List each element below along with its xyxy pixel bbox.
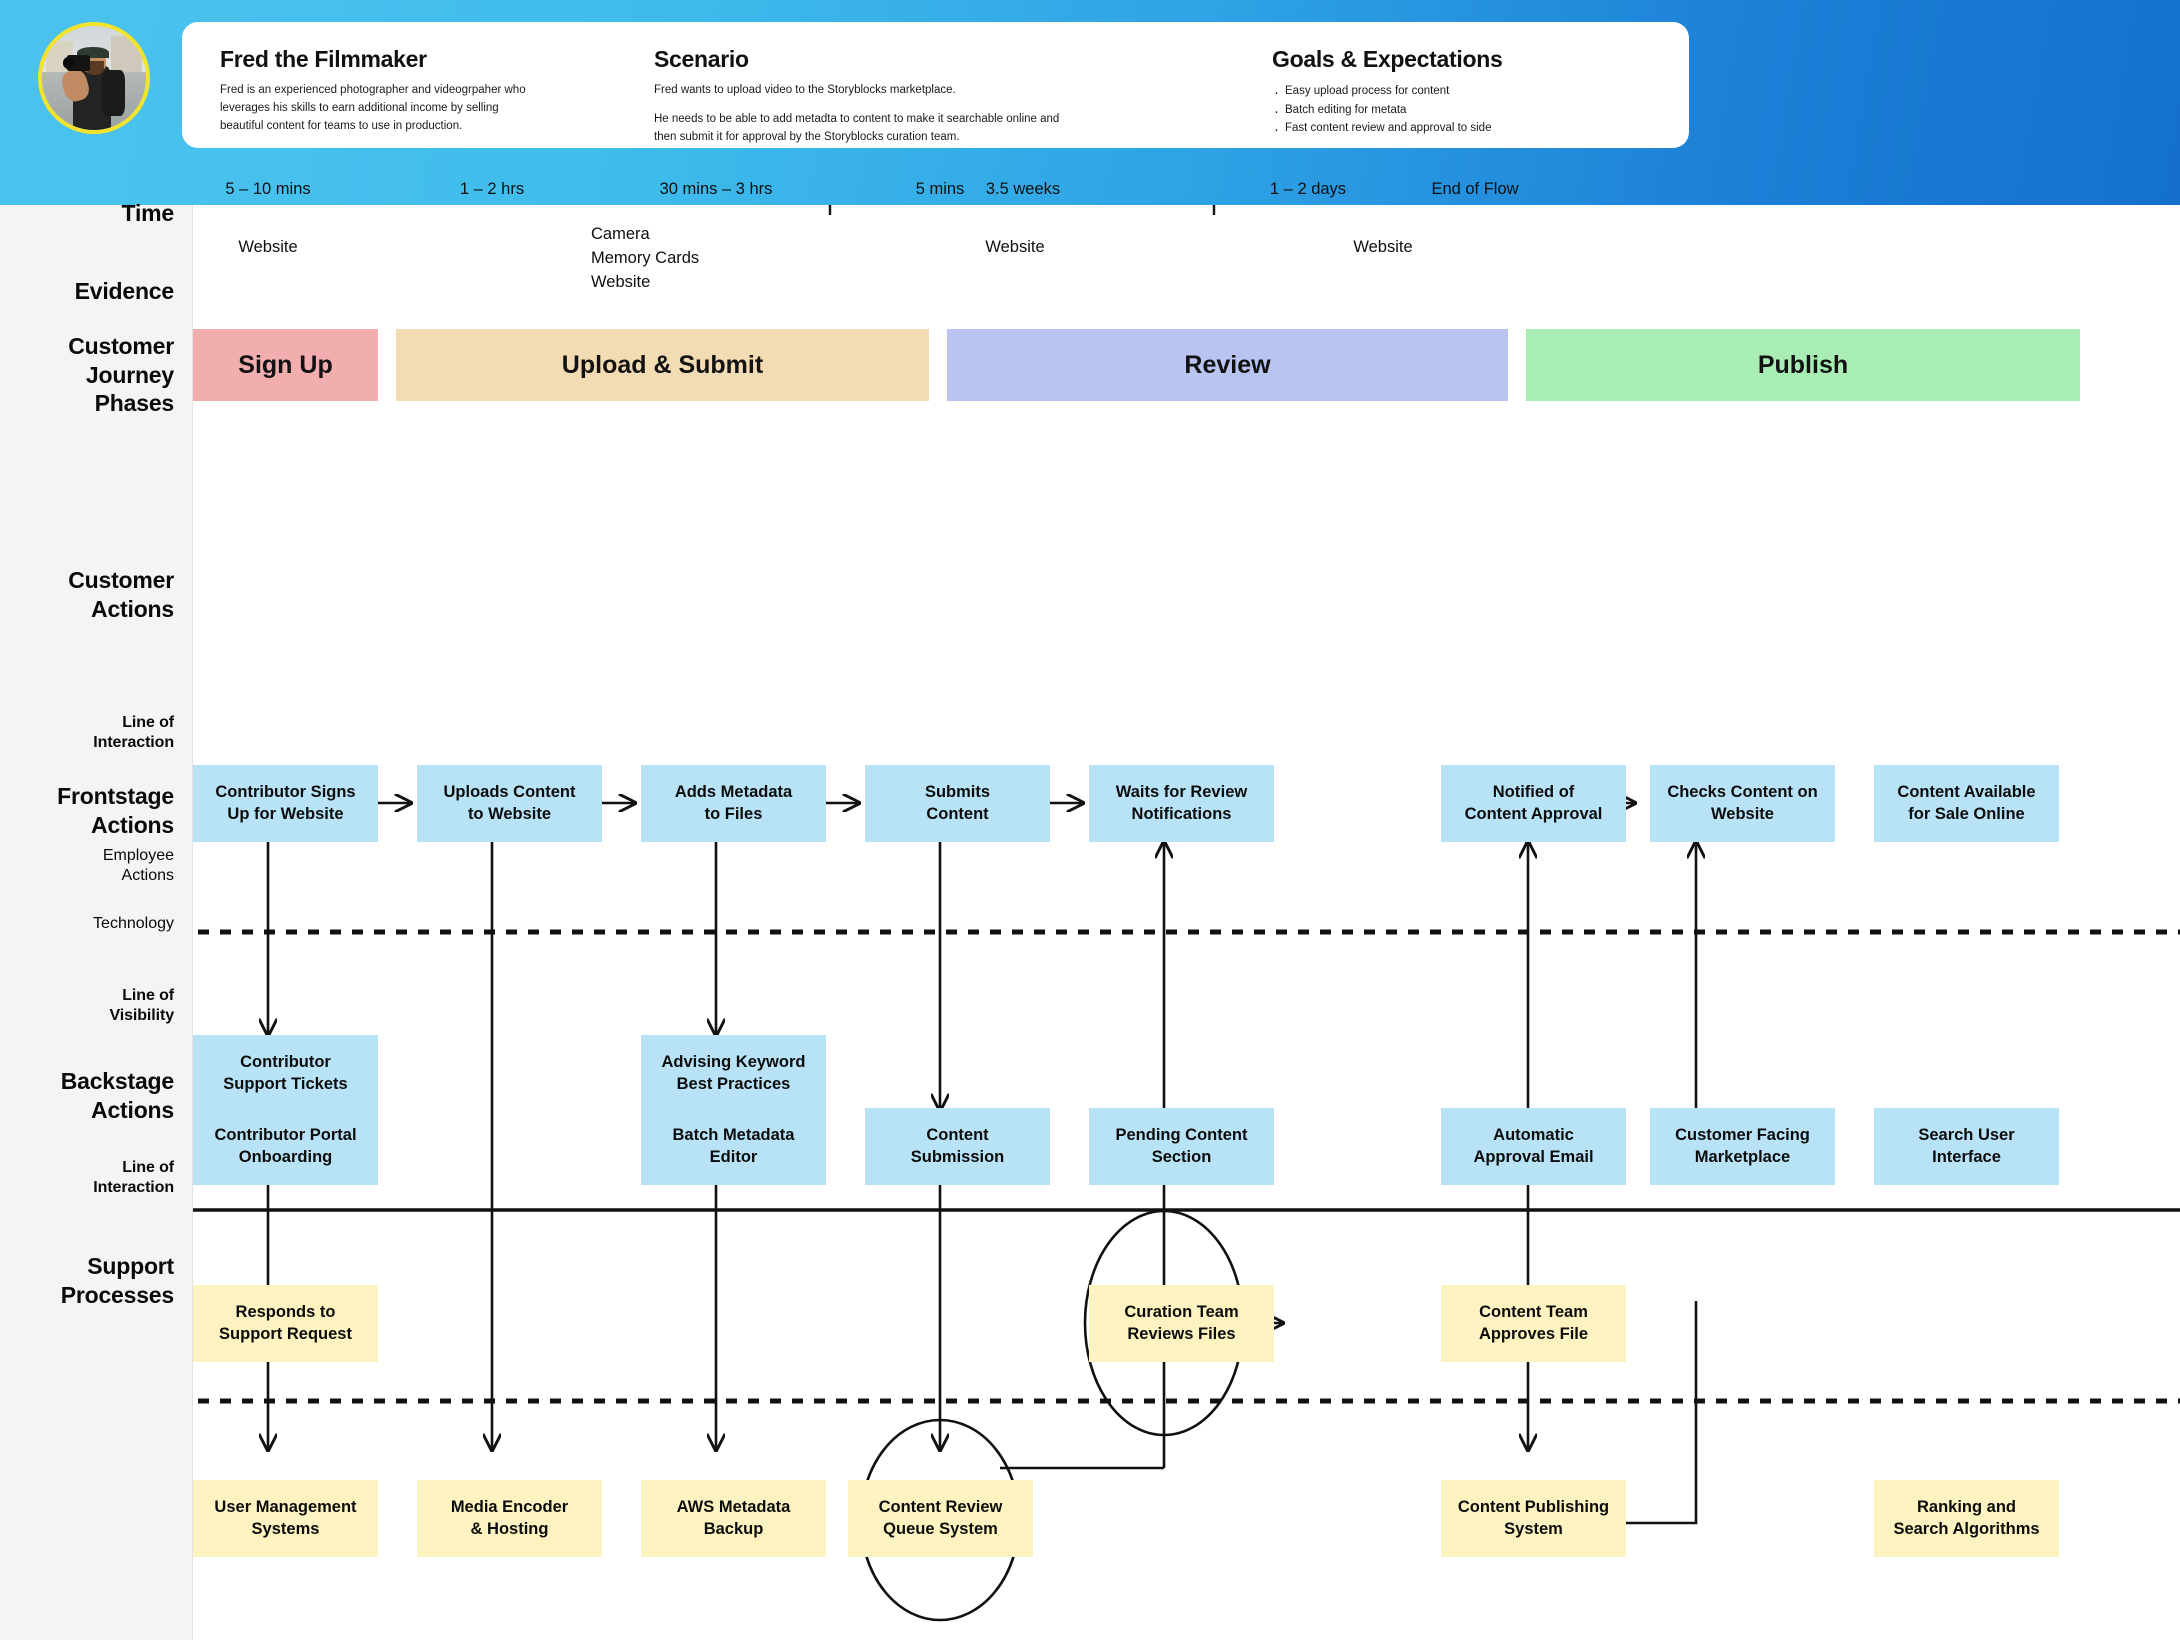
evidence-cell: Website bbox=[985, 238, 1045, 256]
evidence-cell: Website bbox=[1353, 238, 1413, 256]
customer-action-card[interactable]: Waits for Review Notifications bbox=[1089, 765, 1274, 842]
rail-label-line-of-interaction-2: Line of Interaction bbox=[93, 1159, 174, 1196]
rail-label-line-of-interaction-1: Line of Interaction bbox=[93, 714, 174, 751]
persona-header-banner: Fred the Filmmaker Fred is an experience… bbox=[0, 0, 2180, 205]
support-process-card[interactable]: User Management Systems bbox=[193, 1480, 378, 1557]
time-cell: 5 – 10 mins bbox=[225, 180, 311, 198]
scenario-title: Scenario bbox=[654, 46, 749, 72]
customer-action-card[interactable]: Notified of Content Approval bbox=[1441, 765, 1626, 842]
connector-layer bbox=[193, 205, 2180, 1622]
customer-action-card[interactable]: Contributor Signs Up for Website bbox=[193, 765, 378, 842]
row-label-rail: Time Evidence Customer Journey Phases Cu… bbox=[0, 200, 193, 1640]
time-cell: End of Flow bbox=[1431, 180, 1519, 198]
goals-title: Goals & Expectations bbox=[1272, 46, 1503, 72]
support-process-card[interactable]: Ranking and Search Algorithms bbox=[1874, 1480, 2059, 1557]
customer-action-card[interactable]: Submits Content bbox=[865, 765, 1050, 842]
scenario-paragraph-1: Fred wants to upload video to the Storyb… bbox=[654, 84, 956, 96]
backstage-action-card[interactable]: Responds to Support Request bbox=[193, 1285, 378, 1362]
technology-card[interactable]: Batch Metadata Editor bbox=[641, 1108, 826, 1185]
support-process-card[interactable]: Media Encoder & Hosting bbox=[417, 1480, 602, 1557]
rail-label-customer-actions: Customer Actions bbox=[68, 567, 174, 622]
journey-phase-sign-up[interactable]: Sign Up bbox=[193, 329, 378, 401]
persona-column: Fred the Filmmaker Fred is an experience… bbox=[220, 46, 540, 135]
time-cell: 5 mins bbox=[915, 180, 965, 198]
technology-card[interactable]: Automatic Approval Email bbox=[1441, 1108, 1626, 1185]
employee-action-card[interactable]: Contributor Support Tickets bbox=[193, 1035, 378, 1112]
customer-action-card[interactable]: Checks Content on Website bbox=[1650, 765, 1835, 842]
rail-label-backstage-actions: Backstage Actions bbox=[60, 1068, 174, 1123]
persona-description: Fred is an experienced photographer and … bbox=[220, 84, 526, 132]
time-cell: 30 mins – 3 hrs bbox=[659, 180, 773, 198]
rail-label-journey-phases: Customer Journey Phases bbox=[68, 333, 174, 417]
rail-label-line-of-visibility: Line of Visibility bbox=[109, 987, 174, 1024]
technology-card[interactable]: Pending Content Section bbox=[1089, 1108, 1274, 1185]
support-process-card[interactable]: Content Review Queue System bbox=[848, 1480, 1033, 1557]
journey-phase-upload-submit[interactable]: Upload & Submit bbox=[396, 329, 929, 401]
scenario-paragraph-2: He needs to be able to add metadta to co… bbox=[654, 112, 1060, 143]
evidence-cell: Camera Memory Cards Website bbox=[591, 225, 700, 292]
rail-label-employee-actions: Employee Actions bbox=[102, 847, 174, 884]
rail-label-evidence: Evidence bbox=[74, 278, 175, 304]
journey-phase-review[interactable]: Review bbox=[947, 329, 1508, 401]
persona-card: Fred the Filmmaker Fred is an experience… bbox=[182, 22, 1689, 148]
time-cell: 3.5 weeks bbox=[985, 180, 1061, 198]
backstage-action-card[interactable]: Curation Team Reviews Files bbox=[1089, 1285, 1274, 1362]
support-process-card[interactable]: AWS Metadata Backup bbox=[641, 1480, 826, 1557]
customer-action-card[interactable]: Content Available for Sale Online bbox=[1874, 765, 2059, 842]
blueprint-canvas: 5 – 10 mins 1 – 2 hrs 30 mins – 3 hrs 5 … bbox=[193, 180, 2180, 1640]
avatar bbox=[38, 22, 150, 134]
evidence-cell: Website bbox=[238, 238, 298, 256]
technology-card[interactable]: Content Submission bbox=[865, 1108, 1050, 1185]
rail-label-support-processes: Support Processes bbox=[60, 1253, 174, 1308]
scenario-column: Scenario Fred wants to upload video to t… bbox=[654, 46, 1074, 146]
journey-phase-publish[interactable]: Publish bbox=[1526, 329, 2080, 401]
support-process-card[interactable]: Content Publishing System bbox=[1441, 1480, 1626, 1557]
customer-action-card[interactable]: Adds Metadata to Files bbox=[641, 765, 826, 842]
goals-list: Easy upload process for content Batch ed… bbox=[1272, 81, 1662, 142]
customer-action-card[interactable]: Uploads Content to Website bbox=[417, 765, 602, 842]
time-cell: 1 – 2 hrs bbox=[459, 180, 525, 198]
goals-list-item: Batch editing for metata bbox=[1272, 100, 1662, 124]
technology-card[interactable]: Contributor Portal Onboarding bbox=[193, 1108, 378, 1185]
technology-card[interactable]: Customer Facing Marketplace bbox=[1650, 1108, 1835, 1185]
persona-title: Fred the Filmmaker bbox=[220, 46, 427, 72]
rail-label-technology: Technology bbox=[93, 915, 174, 932]
employee-action-card[interactable]: Advising Keyword Best Practices bbox=[641, 1035, 826, 1112]
goals-column: Goals & Expectations Easy upload process… bbox=[1272, 46, 1662, 142]
time-cell: 1 – 2 days bbox=[1269, 180, 1347, 198]
goals-list-item: Fast content review and approval to side bbox=[1272, 118, 1662, 142]
technology-card[interactable]: Search User Interface bbox=[1874, 1108, 2059, 1185]
rail-label-frontstage-actions: Frontstage Actions bbox=[57, 783, 174, 838]
goals-list-item: Easy upload process for content bbox=[1272, 81, 1662, 105]
rail-label-time: Time bbox=[121, 200, 175, 226]
backstage-action-card[interactable]: Content Team Approves File bbox=[1441, 1285, 1626, 1362]
